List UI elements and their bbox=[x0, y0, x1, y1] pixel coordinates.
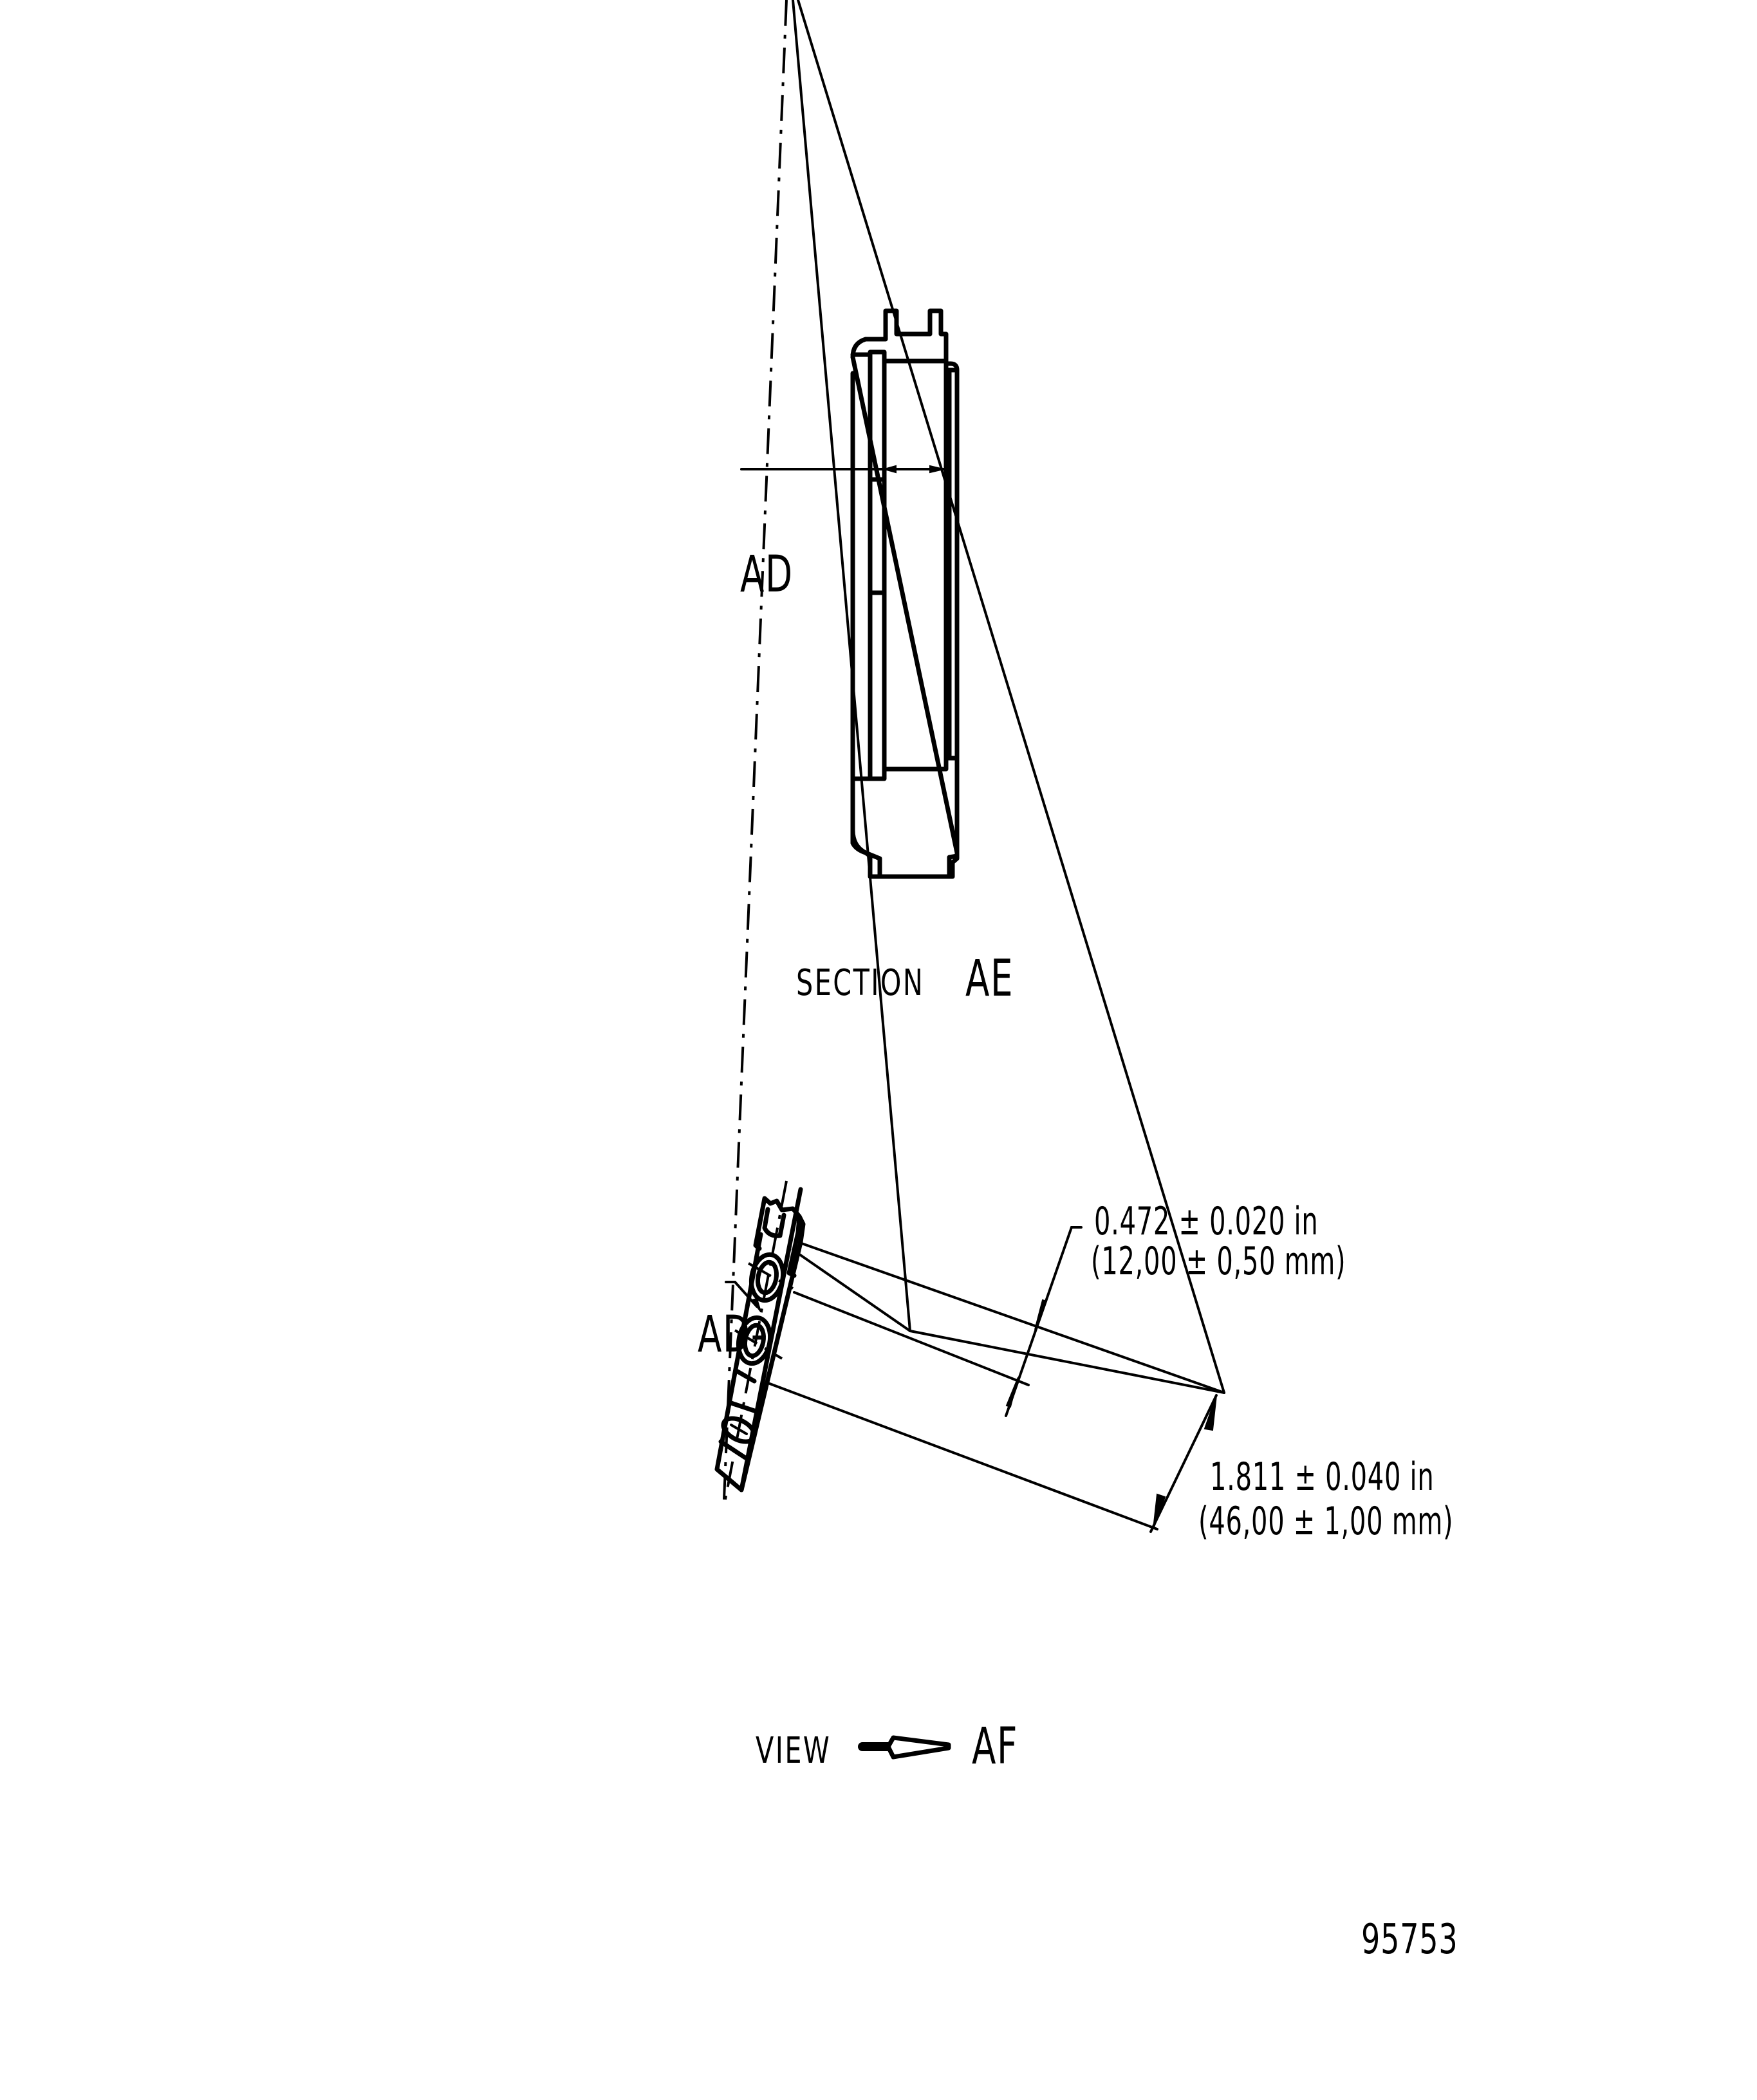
dim-small-imperial: 0.472 ± 0.020 in bbox=[1094, 1199, 1319, 1244]
view-ad-leader bbox=[725, 1281, 758, 1308]
view-af-drawing bbox=[714, 0, 1225, 1760]
dim-small-leader bbox=[1005, 1226, 1083, 1417]
view-centerline bbox=[723, 0, 788, 1500]
view-hole-upper-centerline bbox=[748, 1262, 794, 1290]
dim-large-arrow-top bbox=[1204, 1395, 1217, 1431]
section-lower-step bbox=[850, 828, 960, 879]
view-hole-lower-centerline bbox=[734, 1329, 783, 1360]
dim-large-imperial: 1.811 ± 0.040 in bbox=[1210, 1454, 1435, 1500]
view-strip-segment-lines bbox=[718, 1369, 757, 1460]
section-title-prefix: SECTION bbox=[796, 962, 925, 1004]
view-top-tab bbox=[753, 1196, 806, 1278]
view-direction-arrow-icon bbox=[858, 1735, 951, 1760]
dim-large-line bbox=[1149, 1394, 1218, 1533]
dim-ext-line-top-right bbox=[909, 1330, 1225, 1394]
section-bearing-body bbox=[882, 358, 949, 772]
view-slot-hole bbox=[721, 1416, 757, 1444]
dim-large-arrow-bottom bbox=[1153, 1493, 1166, 1530]
dim-ext-line-mid bbox=[793, 1291, 1030, 1386]
view-slot-hole-axis bbox=[730, 1424, 748, 1435]
dim-ext-line-top-long bbox=[797, 0, 1225, 1394]
view-hole-lower bbox=[736, 1315, 773, 1366]
dim-ext-line-top bbox=[792, 0, 911, 1332]
view-title-id: AF bbox=[972, 1718, 1019, 1776]
section-right-rail bbox=[944, 367, 960, 761]
dim-small-arrow-bottom bbox=[1005, 1377, 1019, 1408]
view-hole-upper-inner bbox=[756, 1259, 779, 1296]
dim-ext-line-bottom bbox=[768, 1382, 1158, 1530]
drawing-number: 95753 bbox=[1361, 1916, 1458, 1964]
view-hole-upper bbox=[748, 1252, 786, 1303]
dim-large-metric: (46,00 ± 1,00 mm) bbox=[1198, 1499, 1454, 1544]
view-callout-ad: AD- bbox=[698, 1306, 765, 1364]
dim-ext-line-top-main bbox=[792, 1249, 911, 1332]
dim-small-arrow-top bbox=[1034, 1299, 1048, 1330]
view-title-prefix: VIEW bbox=[756, 1730, 832, 1772]
view-top-tab-slot bbox=[762, 1207, 786, 1238]
section-ad-arrow-left bbox=[882, 465, 897, 474]
section-callout-ad: AD bbox=[740, 546, 794, 604]
section-retaining-ring-lower bbox=[868, 477, 887, 781]
section-ad-arrow-right bbox=[929, 465, 944, 474]
section-title-id: AE bbox=[965, 950, 1014, 1008]
view-hole-lower-inner bbox=[743, 1323, 766, 1359]
view-strip-right-edge bbox=[739, 1240, 803, 1492]
section-retaining-ring bbox=[868, 349, 887, 595]
dim-ext-line-upper-long bbox=[797, 1241, 1225, 1394]
dim-small-metric: (12,00 ± 0,50 mm) bbox=[1091, 1239, 1346, 1284]
view-ad-arrow bbox=[750, 1297, 761, 1312]
